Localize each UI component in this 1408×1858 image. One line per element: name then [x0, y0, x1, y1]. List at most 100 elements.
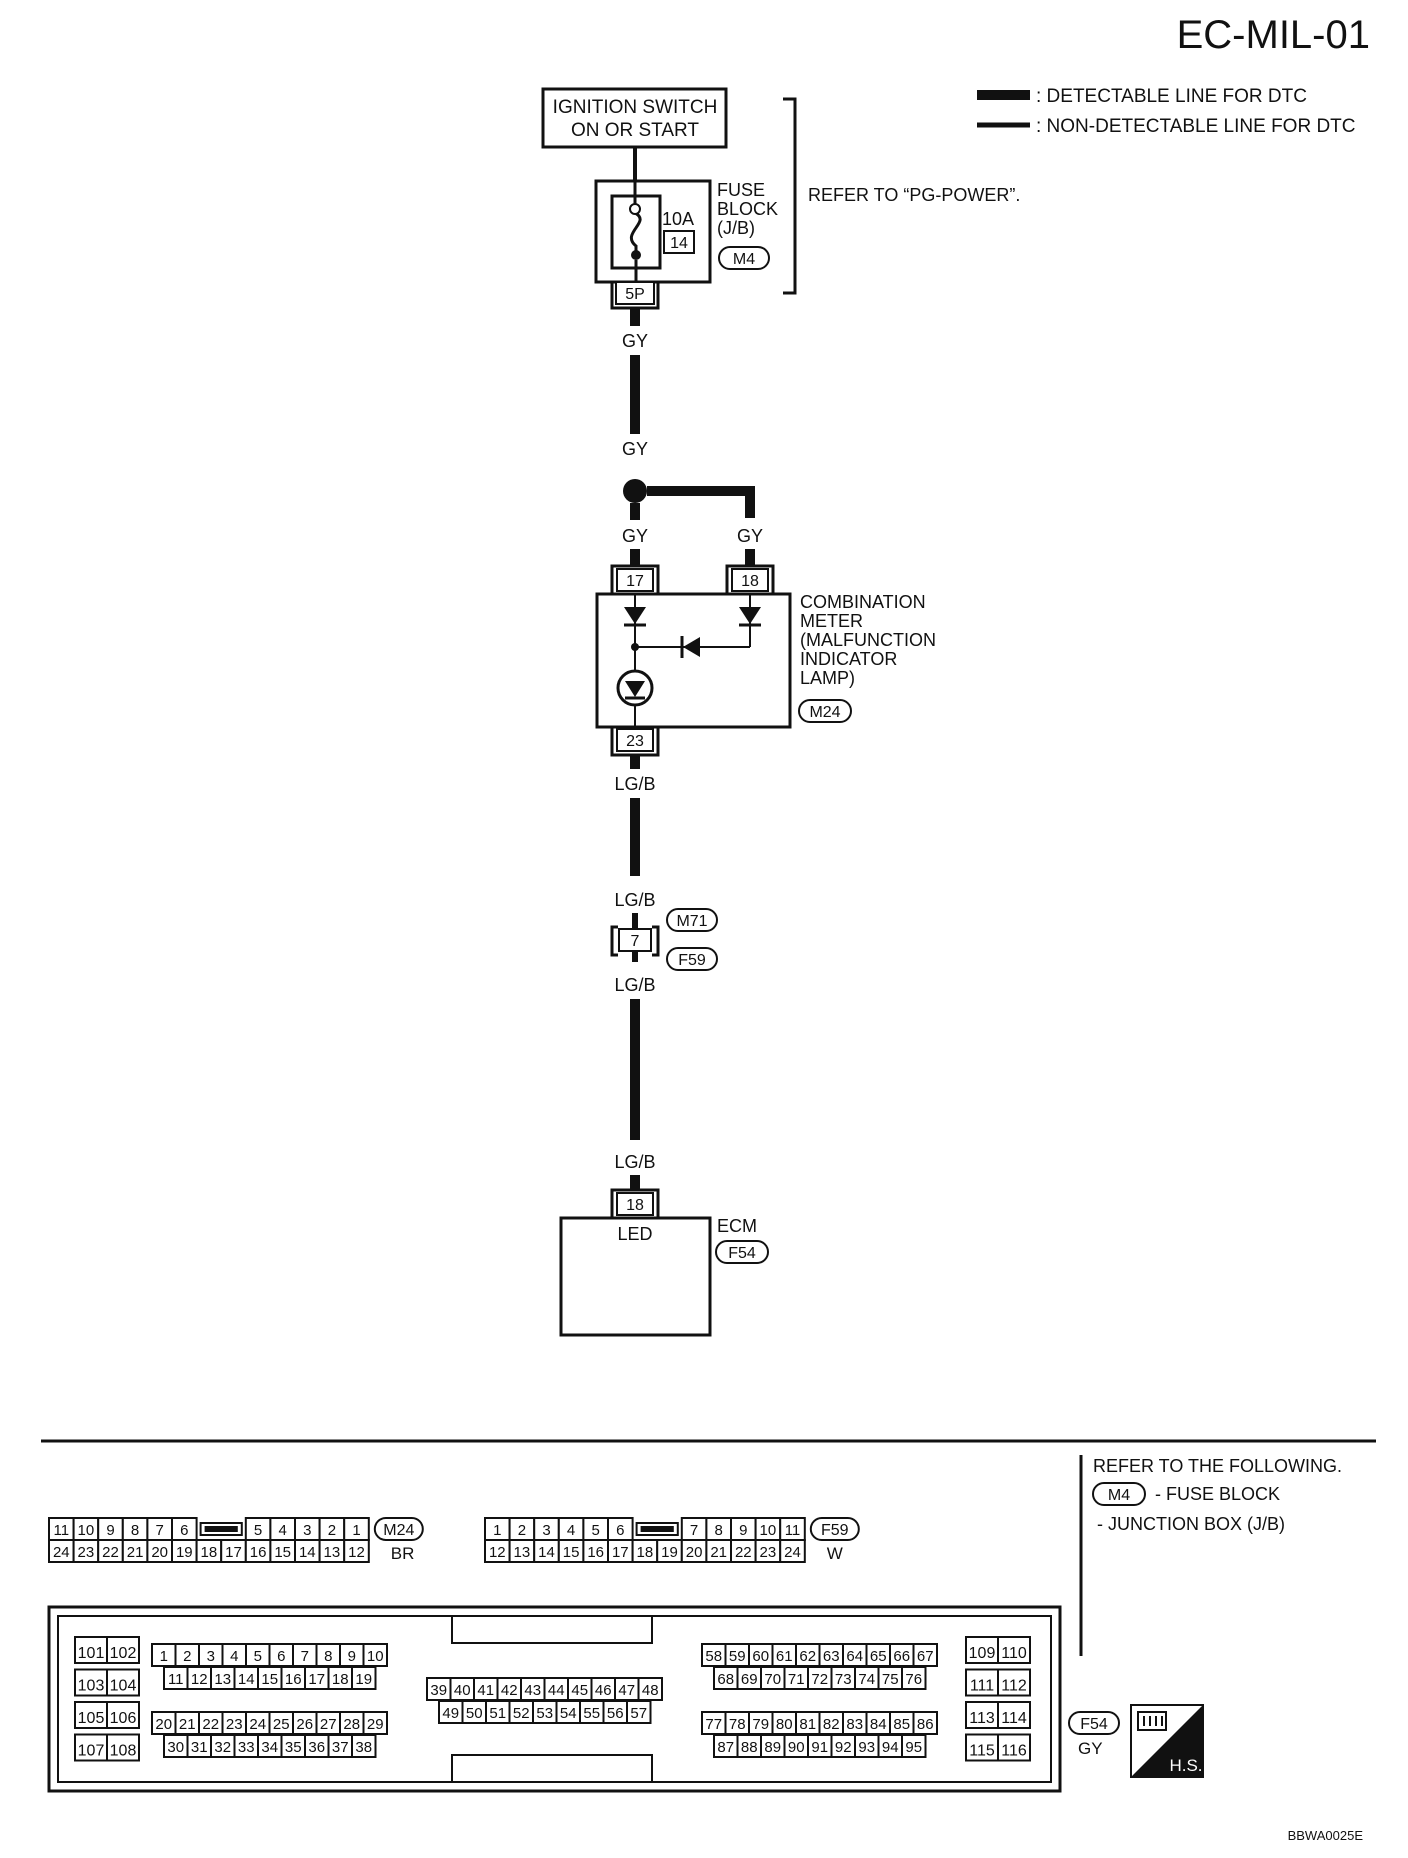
pin-number: 65: [870, 1648, 887, 1665]
pin-number: 4: [567, 1522, 575, 1539]
pin-number: 21: [179, 1716, 196, 1733]
m24-latch-inner: [204, 1526, 238, 1532]
wire-label-gy-4: GY: [737, 526, 763, 546]
pin-number: 6: [277, 1648, 285, 1665]
pin-number: 80: [776, 1716, 793, 1733]
fuse-block-label-2: BLOCK: [717, 199, 778, 219]
m24-connector-id: M24: [383, 1522, 414, 1539]
legend: : DETECTABLE LINE FOR DTC : NON-DETECTAB…: [977, 86, 1356, 137]
pin-number: 23: [78, 1544, 95, 1561]
hs-icon-connector-glyph: [1137, 1711, 1167, 1731]
fuse-terminal-5p-label: 5P: [625, 286, 645, 303]
pin-number: 24: [784, 1544, 801, 1561]
f54-connector-id: F54: [1080, 1716, 1108, 1733]
pin-number: 30: [167, 1739, 184, 1756]
pin-cell: [779, 1539, 806, 1563]
pin-number: 50: [466, 1705, 483, 1722]
fuse-icon: [629, 182, 642, 282]
pin-cell: [106, 1733, 140, 1762]
pin-number: 82: [823, 1716, 840, 1733]
pin-number: 88: [741, 1739, 758, 1756]
ignition-switch-line1: IGNITION SWITCH: [553, 97, 718, 118]
pin-number: 39: [430, 1682, 447, 1699]
pin-cell: [626, 1700, 652, 1724]
pin-number: 25: [273, 1716, 290, 1733]
wire-label-lgb-2: LG/B: [614, 890, 655, 910]
pin-number: 2: [518, 1522, 526, 1539]
pin-number: 9: [739, 1522, 747, 1539]
m24-connector-oval: [373, 1517, 424, 1541]
joint-terminal-7-label: 7: [631, 933, 640, 950]
pin-number: 9: [348, 1648, 356, 1665]
wire-label-lgb-4: LG/B: [614, 1152, 655, 1172]
pin-cell: [343, 1539, 370, 1563]
drawing-code: BBWA0025E: [1288, 1828, 1364, 1843]
meter-label-4: INDICATOR: [800, 649, 897, 669]
f54-connector-oval: [1068, 1711, 1120, 1735]
diode-cross-icon: [683, 637, 700, 657]
pin-number: 18: [201, 1544, 218, 1561]
pin-number: 6: [616, 1522, 624, 1539]
pin-number: 51: [489, 1705, 506, 1722]
joint-bracket-right: [652, 925, 660, 957]
pin-number: 76: [905, 1671, 922, 1688]
ecm: 18 LED ECM F54: [559, 1188, 769, 1337]
pin-number: 10: [367, 1648, 384, 1665]
f59-latch-inner: [640, 1526, 674, 1532]
meter-terminal-17-bracket: [610, 564, 660, 594]
meter-label-1: COMBINATION: [800, 592, 926, 612]
pin-number: 8: [324, 1648, 332, 1665]
pin-number: 113: [969, 1710, 995, 1727]
pin-number: 19: [661, 1544, 678, 1561]
pin-cell: [351, 1666, 377, 1690]
pin-number: 3: [303, 1522, 311, 1539]
pin-number: 54: [560, 1705, 577, 1722]
pin-number: 20: [151, 1544, 168, 1561]
pin-number: 17: [225, 1544, 242, 1561]
pin-number: 62: [799, 1648, 816, 1665]
pin-number: 93: [858, 1739, 875, 1756]
meter-connector-oval: [798, 699, 852, 723]
meter-box: [595, 592, 792, 729]
pin-number: 33: [238, 1739, 255, 1756]
pin-number: 40: [454, 1682, 471, 1699]
pin-number: 43: [524, 1682, 541, 1699]
pin-number: 48: [642, 1682, 659, 1699]
pin-number: 4: [279, 1522, 287, 1539]
pin-number: 79: [752, 1716, 769, 1733]
f54-top-key: [451, 1615, 653, 1644]
meter-junction: [631, 643, 639, 651]
hs-icon-triangle: [1131, 1705, 1203, 1777]
pin-number: 55: [583, 1705, 600, 1722]
pin-number: 61: [776, 1648, 793, 1665]
pin-number: 89: [764, 1739, 781, 1756]
joint-connector: 7 M71 F59: [610, 908, 718, 971]
meter-terminal-18-bracket: [725, 564, 775, 594]
pin-cell: [997, 1701, 1031, 1729]
pin-number: 5: [254, 1522, 262, 1539]
pin-number: 16: [587, 1544, 604, 1561]
f59-connector-oval: [809, 1517, 860, 1541]
pin-number: 90: [788, 1739, 805, 1756]
combination-meter: 17 18 COMBINATION METER (MALFUNCTION IND…: [595, 564, 936, 757]
pin-number: 11: [168, 1671, 184, 1688]
pin-number: 92: [835, 1739, 852, 1756]
diagram-id: EC-MIL-01: [1177, 13, 1370, 57]
pin-number: 108: [110, 1743, 137, 1760]
meter-label-5: LAMP): [800, 668, 855, 688]
pin-number: 13: [324, 1544, 341, 1561]
ecm-terminal-18: [616, 1192, 654, 1216]
reference-box: REFER TO THE FOLLOWING. M4 - FUSE BLOCK …: [1092, 1456, 1342, 1534]
meter-connector-id: M24: [809, 704, 840, 721]
meter-terminal-23: [616, 728, 654, 752]
pin-number: 32: [214, 1739, 231, 1756]
joint-connector-upper-id: M71: [676, 913, 707, 930]
wire-gy-branch: [647, 486, 755, 518]
splice-point: [623, 479, 647, 503]
pin-number: 6: [180, 1522, 188, 1539]
pin-number: 4: [230, 1648, 238, 1665]
pin-number: 28: [343, 1716, 360, 1733]
pin-cell: [74, 1668, 108, 1697]
fuse-block-label-1: FUSE: [717, 180, 765, 200]
